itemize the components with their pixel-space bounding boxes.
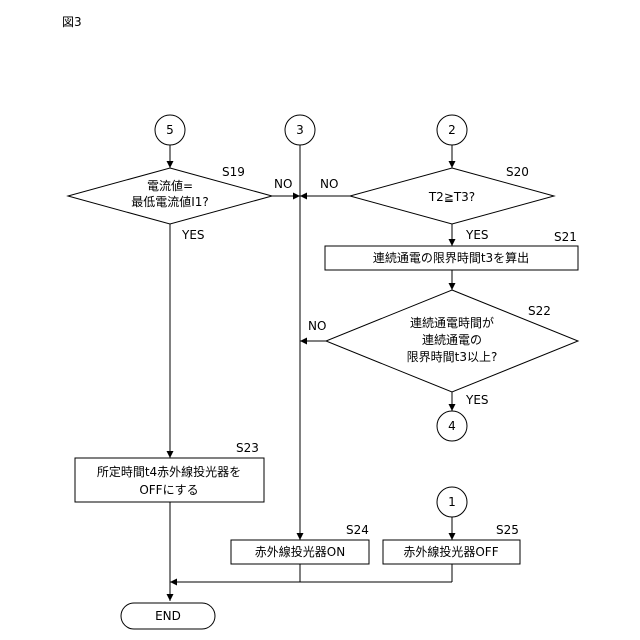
connector-5-label: 5 — [166, 123, 174, 137]
s25-text: 赤外線投光器OFF — [403, 544, 498, 559]
s20-step-id: S20 — [506, 165, 529, 179]
s24-text: 赤外線投光器ON — [255, 544, 345, 559]
s22-step-id: S22 — [528, 304, 551, 318]
s22-no-label: NO — [308, 319, 326, 333]
s23-text-line1: 所定時間t4赤外線投光器を — [97, 464, 241, 479]
s24-step-id: S24 — [346, 523, 369, 537]
figure-label: 図3 — [62, 15, 82, 29]
s19-no-label: NO — [274, 177, 292, 191]
s19-step-id: S19 — [222, 165, 245, 179]
s20-no-label: NO — [320, 177, 338, 191]
connector-1-label: 1 — [448, 495, 456, 509]
s25-step-id: S25 — [496, 523, 519, 537]
end-text: END — [155, 609, 181, 623]
connector-4-label: 4 — [448, 419, 456, 433]
s19-text-line2: 最低電流値I1? — [131, 194, 209, 209]
s21-step-id: S21 — [554, 230, 577, 244]
connector-3-label: 3 — [296, 123, 304, 137]
s20-text: T2≧T3? — [428, 190, 475, 204]
s22-text-line2: 連続通電の — [422, 333, 482, 347]
s19-text-line1: 電流値= — [147, 178, 193, 193]
s19-yes-label: YES — [181, 228, 205, 242]
connector-2-label: 2 — [448, 123, 456, 137]
s20-yes-label: YES — [465, 228, 489, 242]
s23-step-id: S23 — [236, 441, 259, 455]
s22-text-line1: 連続通電時間が — [410, 315, 494, 330]
s22-text-line3: 限界時間t3以上? — [407, 350, 498, 364]
s22-yes-label: YES — [465, 393, 489, 407]
s23-text-line2: OFFにする — [139, 483, 198, 497]
s21-text: 連続通電の限界時間t3を算出 — [373, 250, 529, 265]
